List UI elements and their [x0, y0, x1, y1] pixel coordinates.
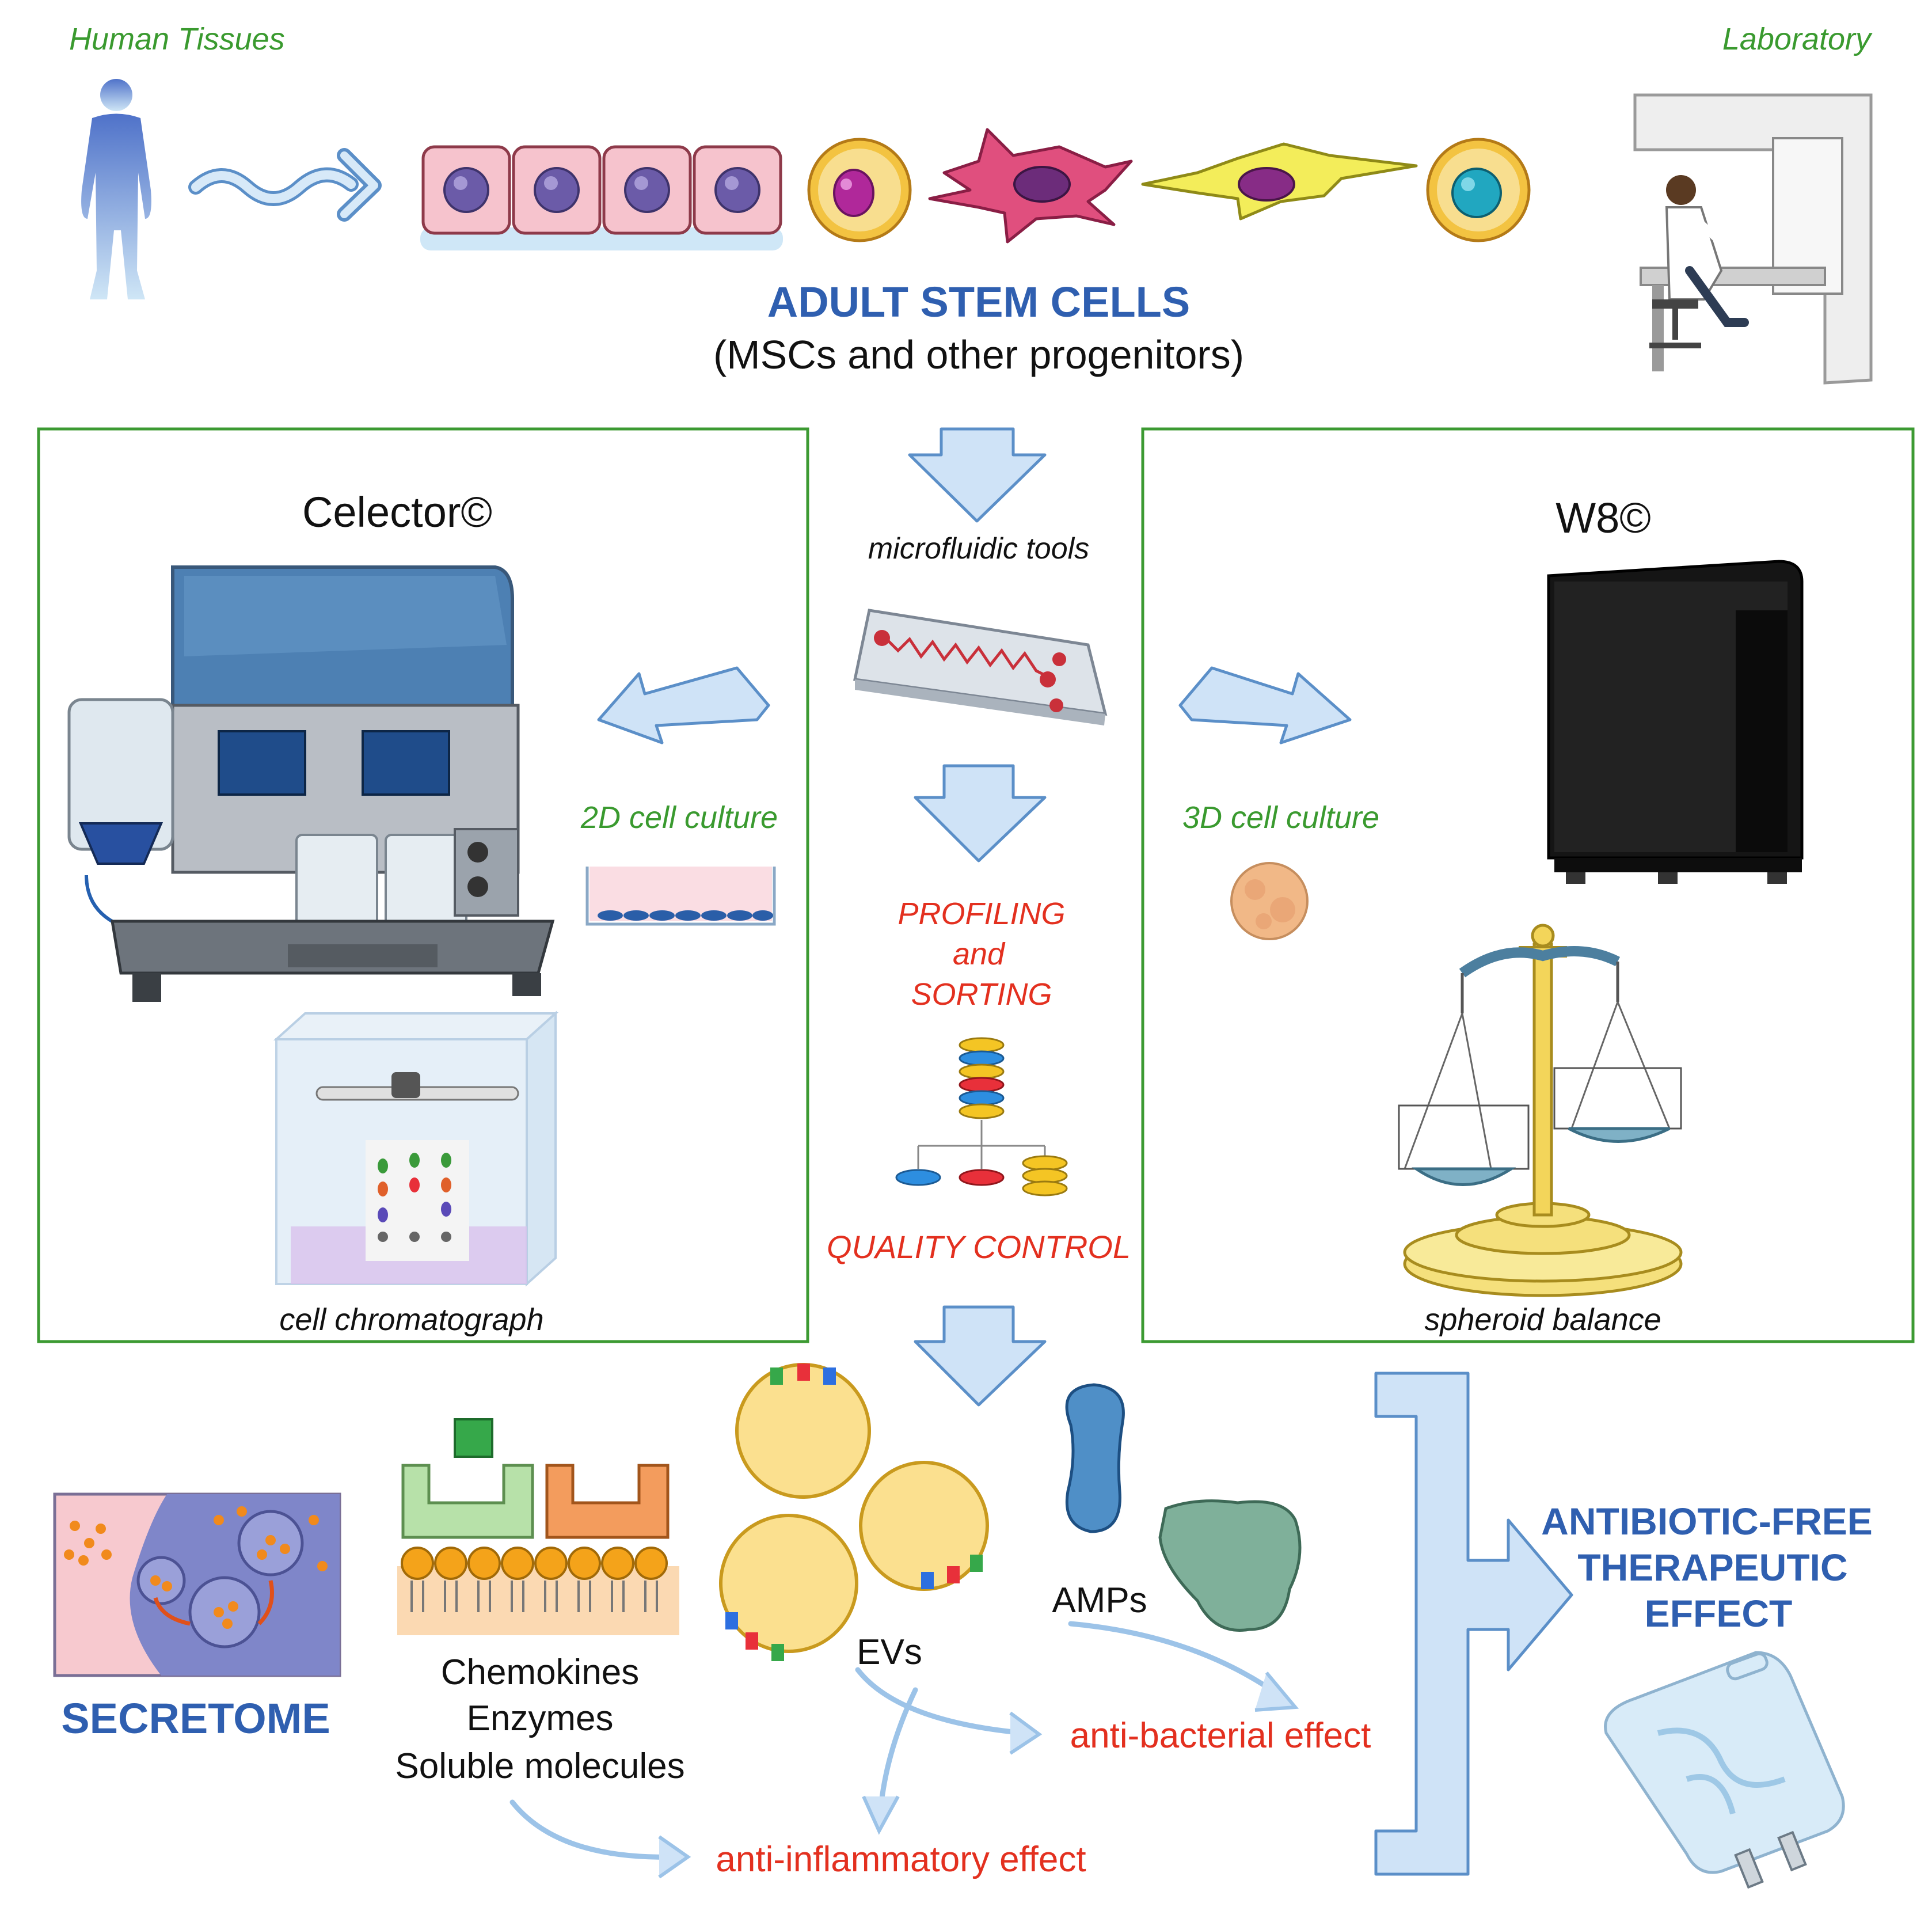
bracket-arrow	[1374, 1372, 1573, 1876]
anti-inflammatory-label: anti-inflammatory effect	[716, 1840, 1086, 1879]
down-arrow-3	[914, 1305, 1047, 1407]
fibroblast-cell-icon	[928, 128, 1133, 244]
left-arrow	[597, 666, 770, 744]
human-figure-icon	[81, 79, 151, 299]
amps-label: AMPs	[1052, 1581, 1147, 1620]
w8-label: W8©	[1556, 494, 1651, 542]
result-line-2: THERAPEUTIC	[1577, 1546, 1847, 1589]
diagram-title: ADULT STEM CELLS	[767, 278, 1190, 326]
amps-icon	[1065, 1383, 1302, 1632]
human-tissues-label: Human Tissues	[69, 22, 285, 56]
spheroid-balance-icon	[1398, 924, 1683, 1297]
result-line-1: ANTIBIOTIC-FREE	[1541, 1500, 1873, 1543]
laboratory-label: Laboratory	[1722, 22, 1873, 56]
microfluidic-label: microfluidic tools	[868, 532, 1089, 565]
spindle-cell-icon	[1141, 142, 1418, 221]
secretome-label: SECRETOME	[61, 1695, 330, 1742]
and-label: and	[953, 937, 1006, 971]
quality-control-label: QUALITY CONTROL	[827, 1229, 1131, 1265]
right-arrow	[1178, 666, 1352, 744]
spheroid-icon	[1230, 862, 1309, 940]
wavy-arrow	[188, 148, 382, 222]
laboratory-icon	[1633, 93, 1873, 385]
sorting-tree-icon	[895, 1037, 1068, 1196]
spheroid-balance-label: spheroid balance	[1424, 1302, 1661, 1337]
microfluidic-chip-icon	[853, 609, 1108, 725]
round-cell-purple-icon	[807, 138, 912, 242]
iv-bag-icon	[1604, 1651, 1845, 1889]
sorting-label: SORTING	[911, 977, 1052, 1012]
down-arrow-2	[914, 764, 1047, 863]
enzymes-label: Enzymes	[467, 1699, 614, 1738]
w8-device-icon	[1547, 560, 1804, 884]
cell-chromatograph-label: cell chromatograph	[279, 1302, 543, 1337]
epithelial-cells-icon	[420, 145, 783, 250]
receptor-molecules-icon	[397, 1418, 679, 1635]
anti-bacterial-label: anti-bacterial effect	[1070, 1716, 1371, 1756]
2d-culture-label: 2D cell culture	[580, 800, 778, 835]
left-panel-border	[37, 427, 809, 1343]
secretome-cell-icon	[53, 1492, 341, 1677]
soluble-molecules-label: Soluble molecules	[395, 1746, 684, 1786]
2d-culture-dish-icon	[585, 867, 776, 926]
profiling-label: PROFILING	[897, 896, 1065, 931]
evs-label: EVs	[857, 1632, 922, 1672]
down-arrow-1	[908, 427, 1047, 523]
cell-chromatograph-icon	[273, 1011, 559, 1287]
result-line-3: EFFECT	[1645, 1592, 1793, 1635]
effect-arrows	[509, 1621, 1299, 1879]
celector-device-icon	[67, 565, 555, 1002]
diagram-subtitle: (MSCs and other progenitors)	[713, 332, 1244, 377]
extracellular-vesicles-icon	[719, 1363, 989, 1661]
3d-culture-label: 3D cell culture	[1182, 800, 1379, 835]
celector-label: Celector©	[302, 488, 492, 536]
round-cell-teal-icon	[1426, 138, 1531, 242]
chemokines-label: Chemokines	[441, 1653, 640, 1692]
right-panel-border	[1141, 427, 1915, 1343]
